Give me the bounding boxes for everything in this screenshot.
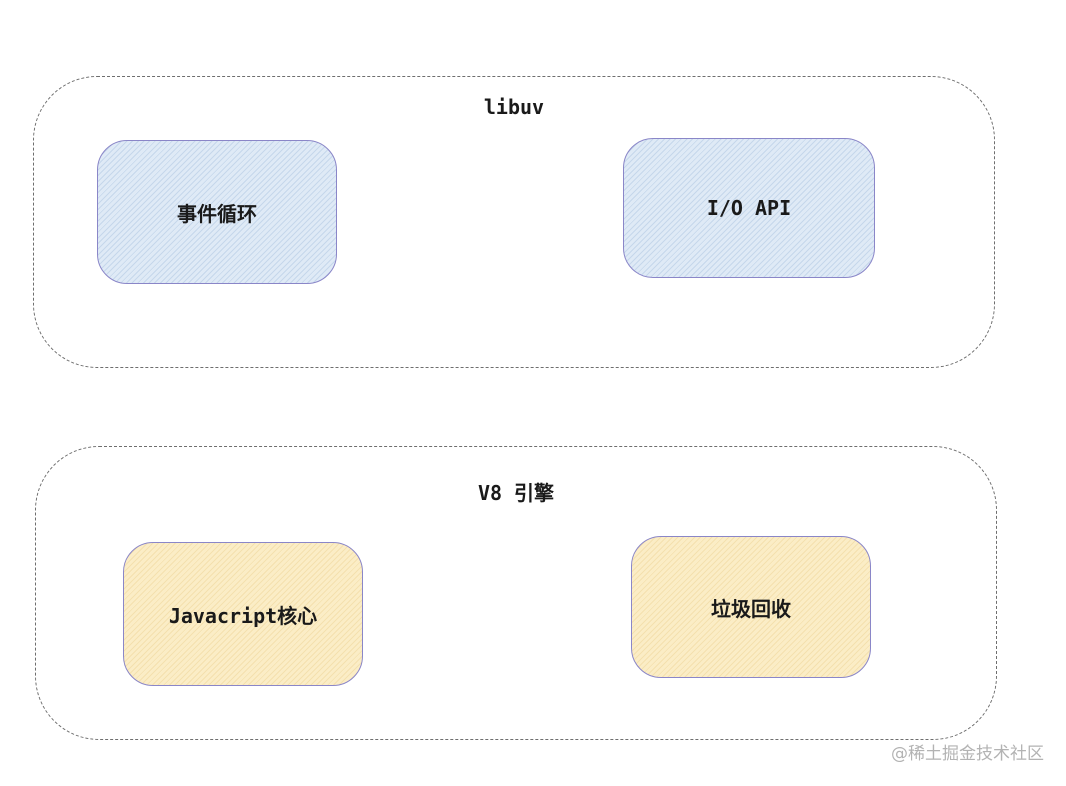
gc-label: 垃圾回收 xyxy=(711,596,791,621)
js-core-label: Javacript核心 xyxy=(168,603,318,628)
gc-box: 垃圾回收 xyxy=(631,536,871,678)
watermark-text: @稀土掘金技术社区 xyxy=(891,744,1044,764)
libuv-title: libuv xyxy=(483,95,545,119)
io-api-box: I/O API xyxy=(623,138,875,278)
v8-group: V8 引擎 xyxy=(35,446,997,740)
v8-title: V8 引擎 xyxy=(477,481,555,505)
event-loop-label: 事件循环 xyxy=(177,201,257,226)
js-core-box: Javacript核心 xyxy=(123,542,363,686)
libuv-group: libuv xyxy=(33,76,995,368)
io-api-label: I/O API xyxy=(706,196,792,220)
event-loop-box: 事件循环 xyxy=(97,140,337,284)
